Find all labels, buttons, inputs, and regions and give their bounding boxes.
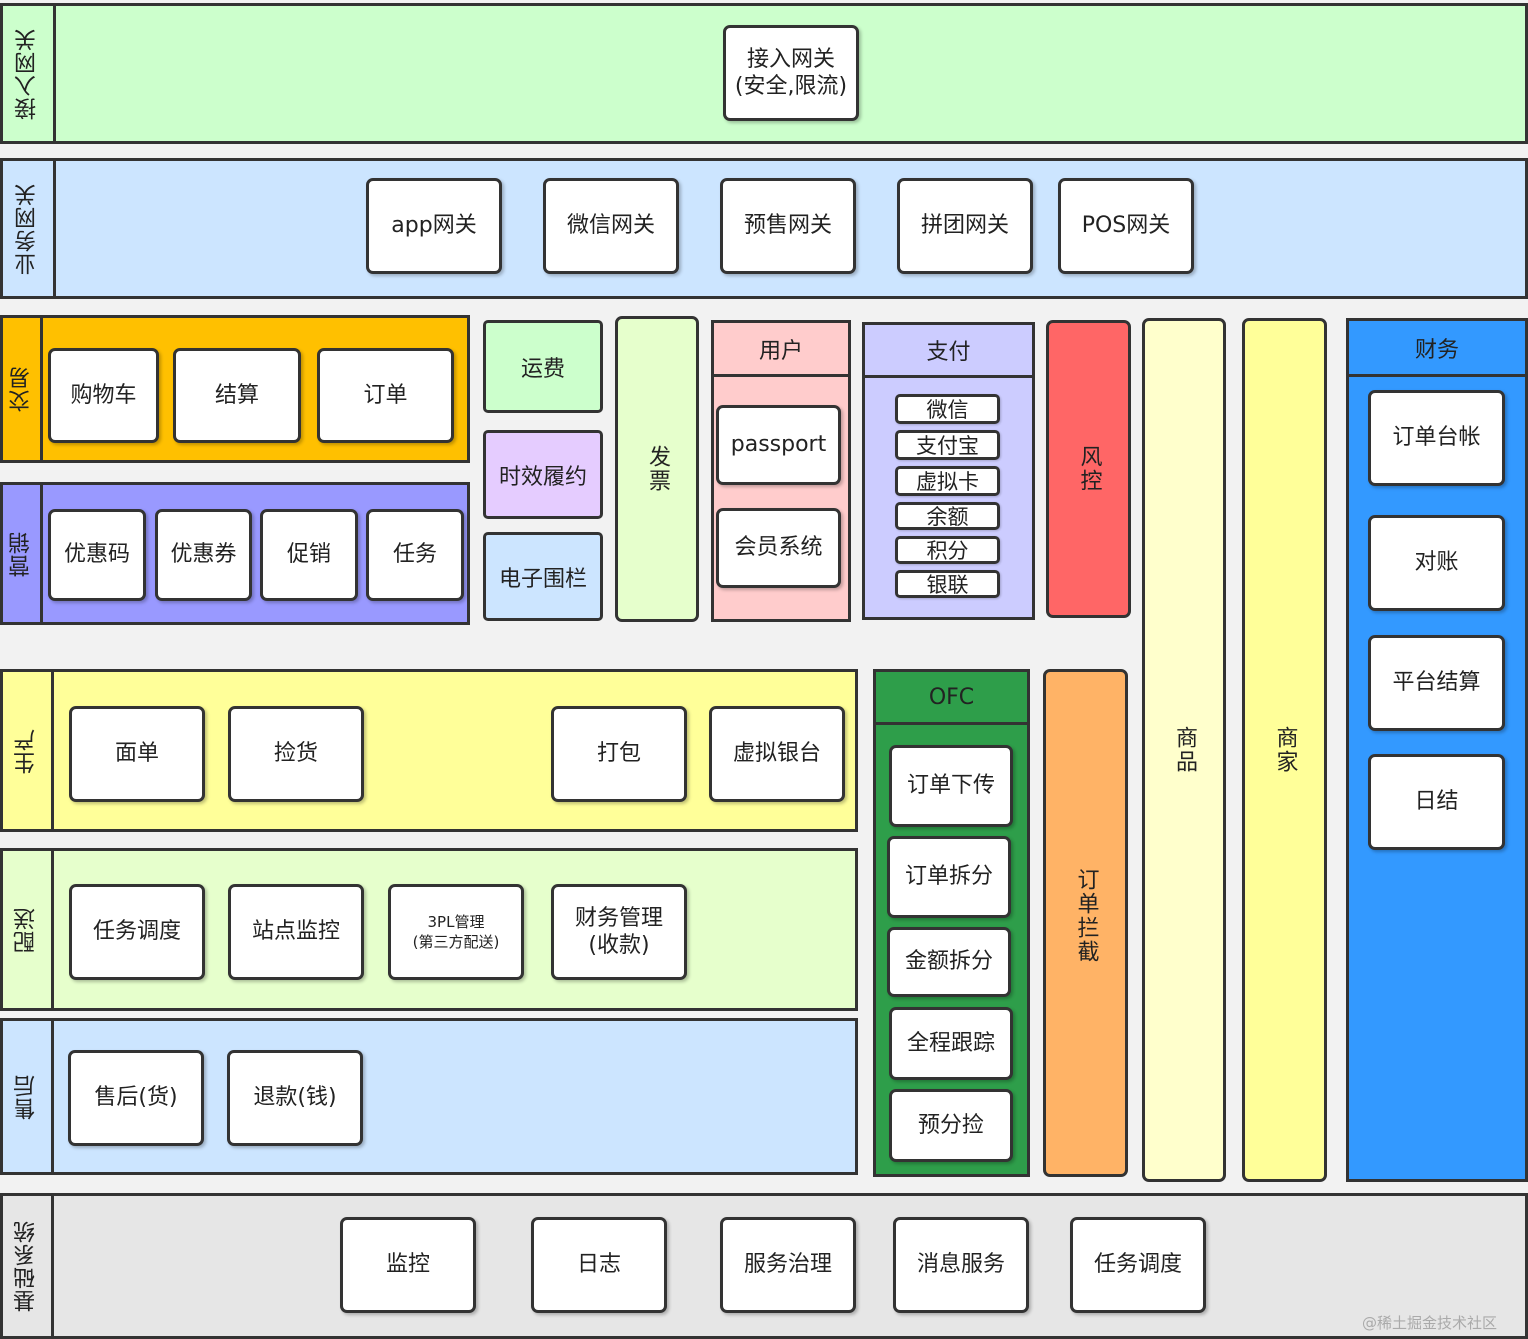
waybill-box[interactable]: 面单 (69, 706, 205, 802)
pay-balance[interactable]: 余额 (895, 502, 1000, 530)
presale-gateway-box[interactable]: 预售网关 (720, 178, 856, 274)
monitor-box[interactable]: 监控 (340, 1217, 476, 1313)
ofc-title: OFC (876, 672, 1027, 725)
watermark: @稀土掘金技术社区 (1362, 1314, 1498, 1332)
access-gateway-box[interactable]: 接入网关 (安全,限流) (723, 25, 859, 121)
base-system-lane-label: 基础系统 (0, 1193, 54, 1339)
task-dispatch-box[interactable]: 任务调度 (69, 884, 205, 980)
log-box[interactable]: 日志 (531, 1217, 667, 1313)
virtual-cashier-box[interactable]: 虚拟银台 (709, 706, 845, 802)
business-gateway-lane-label: 业务网关 (0, 158, 56, 299)
delivery-lane-label: 配送 (0, 848, 54, 1011)
merchant-label: 商家 (1272, 726, 1298, 774)
coupon-box[interactable]: 优惠券 (155, 509, 252, 601)
site-monitor-box[interactable]: 站点监控 (228, 884, 364, 980)
goods-label: 商品 (1172, 726, 1197, 774)
pay-alipay[interactable]: 支付宝 (895, 430, 1000, 460)
marketing-lane-label: 营销 (0, 482, 43, 625)
risk-control-label: 风控 (1076, 445, 1102, 493)
finance-mgmt-line2: (收款) (588, 933, 650, 958)
business-gateway-label: 业务网关 (15, 182, 40, 275)
order-intercept-label: 订单拦截 (1073, 868, 1099, 964)
finance-management-box[interactable]: 财务管理 (收款) (551, 884, 687, 980)
invoice-label: 发票 (645, 445, 670, 493)
full-tracking-box[interactable]: 全程跟踪 (889, 1007, 1013, 1080)
daily-settlement-box[interactable]: 日结 (1368, 754, 1505, 850)
pay-virtual-card[interactable]: 虚拟卡 (895, 466, 1000, 496)
pay-wechat[interactable]: 微信 (895, 394, 1000, 424)
task-box[interactable]: 任务 (366, 509, 464, 601)
aftersale-label: 售后 (14, 1073, 39, 1120)
fence-box[interactable]: 电子围栏 (483, 532, 603, 621)
access-gateway-box-line1: 接入网关 (746, 46, 835, 72)
access-gateway-box-line2: (安全,限流) (734, 74, 848, 99)
order-ledger-box[interactable]: 订单台帐 (1368, 390, 1505, 486)
message-service-box[interactable]: 消息服务 (893, 1217, 1029, 1313)
promotion-box[interactable]: 促销 (260, 509, 358, 601)
marketing-label: 营销 (8, 530, 34, 577)
trade-lane-label: 交易 (0, 315, 43, 463)
access-gateway-lane-label: 接入网关 (0, 3, 56, 144)
base-system-lane (0, 1193, 1528, 1339)
user-title: 用户 (714, 323, 848, 377)
payment-title: 支付 (865, 325, 1032, 378)
merchant-box[interactable]: 商家 (1242, 318, 1327, 1182)
order-split-box[interactable]: 订单拆分 (887, 836, 1011, 918)
timeliness-box[interactable]: 时效履约 (483, 430, 603, 519)
checkout-box[interactable]: 结算 (173, 348, 301, 443)
access-gateway-label: 接入网关 (15, 27, 40, 120)
member-system-box[interactable]: 会员系统 (716, 508, 841, 588)
order-push-box[interactable]: 订单下传 (889, 745, 1013, 827)
platform-settlement-box[interactable]: 平台结算 (1368, 635, 1505, 731)
refund-box[interactable]: 退款(钱) (227, 1050, 363, 1146)
wechat-gateway-box[interactable]: 微信网关 (543, 178, 679, 274)
production-label: 生产 (14, 727, 39, 774)
pos-gateway-box[interactable]: POS网关 (1058, 178, 1194, 274)
app-gateway-box[interactable]: app网关 (366, 178, 502, 274)
production-lane-label: 生产 (0, 669, 54, 832)
service-governance-box[interactable]: 服务治理 (720, 1217, 856, 1313)
aftersale-goods-box[interactable]: 售后(货) (68, 1050, 204, 1146)
delivery-label: 配送 (14, 906, 39, 953)
3pl-line2: (第三方配送) (412, 933, 500, 951)
aftersale-lane-label: 售后 (0, 1018, 54, 1175)
freight-box[interactable]: 运费 (483, 320, 603, 413)
goods-box[interactable]: 商品 (1142, 318, 1226, 1182)
risk-control-box[interactable]: 风控 (1046, 320, 1131, 618)
trade-label: 交易 (8, 366, 34, 412)
3pl-line1: 3PL管理 (427, 912, 485, 931)
packing-box[interactable]: 打包 (551, 706, 687, 802)
amount-split-box[interactable]: 金额拆分 (887, 927, 1011, 997)
3pl-management-box[interactable]: 3PL管理 (第三方配送) (388, 884, 524, 980)
invoice-box[interactable]: 发票 (615, 316, 699, 622)
passport-box[interactable]: passport (716, 405, 841, 485)
base-task-dispatch-box[interactable]: 任务调度 (1070, 1217, 1206, 1313)
order-intercept-box[interactable]: 订单拦截 (1043, 669, 1128, 1177)
cart-box[interactable]: 购物车 (48, 348, 159, 443)
promo-code-box[interactable]: 优惠码 (48, 509, 146, 601)
pre-sorting-box[interactable]: 预分捡 (889, 1089, 1013, 1162)
base-system-label: 基础系统 (14, 1220, 39, 1312)
finance-title: 财务 (1349, 321, 1525, 377)
pay-unionpay[interactable]: 银联 (895, 570, 1000, 598)
reconciliation-box[interactable]: 对账 (1368, 515, 1505, 611)
order-box[interactable]: 订单 (317, 348, 454, 443)
groupbuy-gateway-box[interactable]: 拼团网关 (897, 178, 1033, 274)
picking-box[interactable]: 捡货 (228, 706, 364, 802)
pay-points[interactable]: 积分 (895, 536, 1000, 564)
finance-mgmt-line1: 财务管理 (574, 905, 663, 931)
